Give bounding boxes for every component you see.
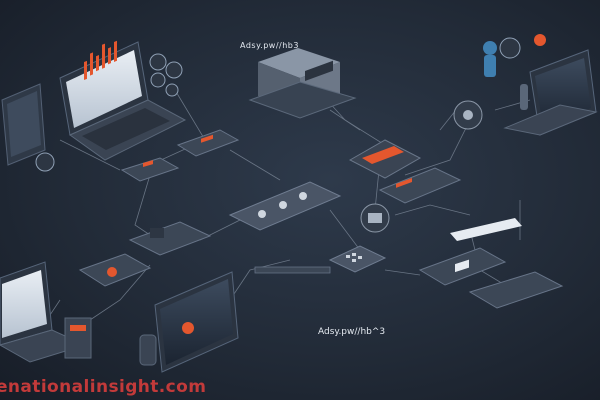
panel-orange-tag — [348, 139, 422, 179]
headline-top: Adsy.pw//hb3 — [240, 41, 299, 50]
panel-puzzle — [128, 221, 212, 256]
headline-bottom: Adsy.pw//hb^3 — [318, 327, 386, 337]
monitor-icon — [139, 271, 239, 373]
server-icon — [248, 48, 357, 119]
panel-chat — [228, 181, 342, 231]
panel-gear — [176, 129, 240, 157]
panel-white-bar — [450, 218, 522, 241]
globe-icon — [453, 100, 483, 130]
panel-mail — [120, 157, 180, 182]
database-icon — [360, 203, 390, 233]
icon-cluster-left — [35, 53, 183, 172]
panel-orange-bar — [254, 266, 331, 274]
laptop-icon — [0, 261, 92, 363]
laptop-icon — [59, 40, 187, 161]
monitor-icon — [1, 83, 46, 166]
panel-person — [78, 253, 152, 287]
panel-alert — [378, 167, 462, 204]
panel-grid — [328, 245, 387, 273]
laptop-icon — [503, 49, 598, 136]
site-watermark: enationalinsight.com — [0, 377, 207, 397]
panel-cards-right — [418, 247, 564, 309]
plug-icon — [483, 34, 546, 77]
